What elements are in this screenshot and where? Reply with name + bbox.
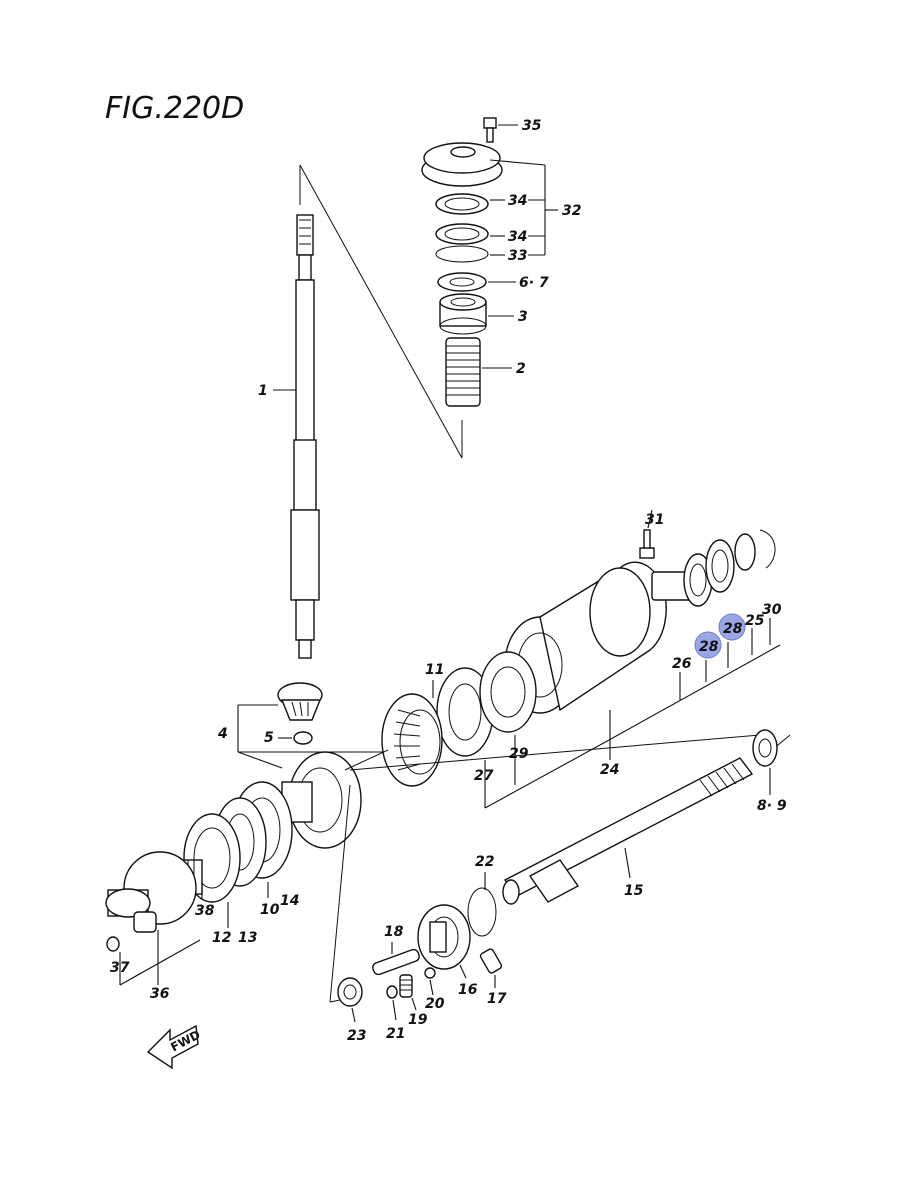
callout-11: 11 xyxy=(425,662,444,678)
leader-line xyxy=(599,644,781,746)
callout-4: 4 xyxy=(217,726,228,742)
callout-14: 14 xyxy=(280,893,299,909)
leader-line xyxy=(351,1007,356,1023)
propeller-shaft-15[interactable] xyxy=(502,757,754,905)
leader-line xyxy=(237,751,283,769)
callout-2: 2 xyxy=(516,361,526,377)
callout-17: 17 xyxy=(487,991,507,1007)
bolt-31[interactable] xyxy=(639,529,655,559)
oil-seal-34-upper[interactable] xyxy=(435,193,489,215)
leader-line xyxy=(459,964,467,979)
bearing-29[interactable] xyxy=(479,651,537,733)
callout-20: 20 xyxy=(425,996,445,1012)
highlight-28-upper[interactable] xyxy=(718,613,746,641)
washer-25[interactable] xyxy=(734,533,756,571)
leader-line xyxy=(429,979,434,996)
callout-10: 10 xyxy=(260,902,280,918)
callout-33: 33 xyxy=(508,248,527,264)
leader-line xyxy=(484,744,601,809)
leader-line xyxy=(624,847,631,879)
callout-15: 15 xyxy=(624,883,644,899)
callout-8-9: 8· 9 xyxy=(757,798,787,814)
ball-21[interactable] xyxy=(386,985,398,999)
assembly-line xyxy=(344,749,389,771)
ring-23[interactable] xyxy=(337,977,363,1007)
callout-1: 1 xyxy=(258,383,268,399)
callout-35: 35 xyxy=(522,118,542,134)
figure-title: FIG.220D xyxy=(105,91,244,126)
pin-17[interactable] xyxy=(479,948,503,974)
pin-18[interactable] xyxy=(371,948,420,976)
pinion-gear-4[interactable] xyxy=(277,682,323,721)
assembly-line xyxy=(329,784,351,1003)
callout-25: 25 xyxy=(745,613,765,629)
callout-16: 16 xyxy=(458,982,478,998)
clip-30[interactable] xyxy=(759,529,776,569)
bearing-3[interactable] xyxy=(439,293,487,335)
spring-19[interactable] xyxy=(399,974,413,998)
callout-31: 31 xyxy=(645,512,664,528)
seal-28-outer[interactable] xyxy=(705,539,735,593)
callout-34-lower: 34 xyxy=(508,229,527,245)
callout-32: 32 xyxy=(562,203,581,219)
callout-30: 30 xyxy=(762,602,782,618)
o-ring-33[interactable] xyxy=(435,245,489,263)
reverse-gear[interactable] xyxy=(381,693,443,787)
callout-12: 12 xyxy=(212,930,231,946)
bearing-housing-36[interactable] xyxy=(105,851,197,933)
callout-19: 19 xyxy=(408,1012,428,1028)
callout-29: 29 xyxy=(509,746,529,762)
callout-27: 27 xyxy=(474,768,494,784)
callout-26: 26 xyxy=(672,656,692,672)
forward-gear[interactable] xyxy=(281,751,362,849)
callout-34-upper: 34 xyxy=(508,193,527,209)
bolt-35[interactable] xyxy=(483,117,497,143)
clutch-dog-16[interactable] xyxy=(417,904,471,970)
callout-18: 18 xyxy=(384,924,404,940)
callout-22: 22 xyxy=(475,854,494,870)
leader-line xyxy=(489,159,546,166)
assembly-line xyxy=(349,734,761,771)
callout-23: 23 xyxy=(347,1028,366,1044)
callout-24: 24 xyxy=(600,762,619,778)
shim-11[interactable] xyxy=(436,667,494,757)
washer-6-7[interactable] xyxy=(437,272,487,292)
callout-38: 38 xyxy=(195,903,215,919)
pin-37[interactable] xyxy=(106,936,120,952)
nut-5[interactable] xyxy=(293,731,313,745)
callout-28-lower: 28 xyxy=(699,639,719,655)
leader-line xyxy=(647,509,653,529)
callout-28-upper: 28 xyxy=(723,621,743,637)
ring-22[interactable] xyxy=(467,887,497,937)
callout-3: 3 xyxy=(518,309,528,325)
callout-36: 36 xyxy=(150,986,170,1002)
fwd-arrow: FWD xyxy=(146,1024,203,1070)
leader-line xyxy=(392,999,397,1021)
callout-6-7: 6· 7 xyxy=(519,275,549,291)
leader-line xyxy=(411,997,417,1011)
assembly-line xyxy=(299,164,463,459)
oil-seal-34-lower[interactable] xyxy=(435,223,489,245)
ball-20[interactable] xyxy=(424,967,436,979)
bearing-housing-24[interactable] xyxy=(504,561,667,714)
drive-shaft[interactable] xyxy=(290,214,320,659)
washer-8-9[interactable] xyxy=(752,729,778,767)
callout-5: 5 xyxy=(264,730,274,746)
callout-13: 13 xyxy=(238,930,257,946)
leader-line xyxy=(119,939,201,986)
sleeve-2[interactable] xyxy=(445,337,481,407)
callout-37: 37 xyxy=(110,960,130,976)
highlight-28-lower[interactable] xyxy=(694,631,722,659)
callout-21: 21 xyxy=(386,1026,405,1042)
pump-case-flange[interactable] xyxy=(421,142,503,187)
